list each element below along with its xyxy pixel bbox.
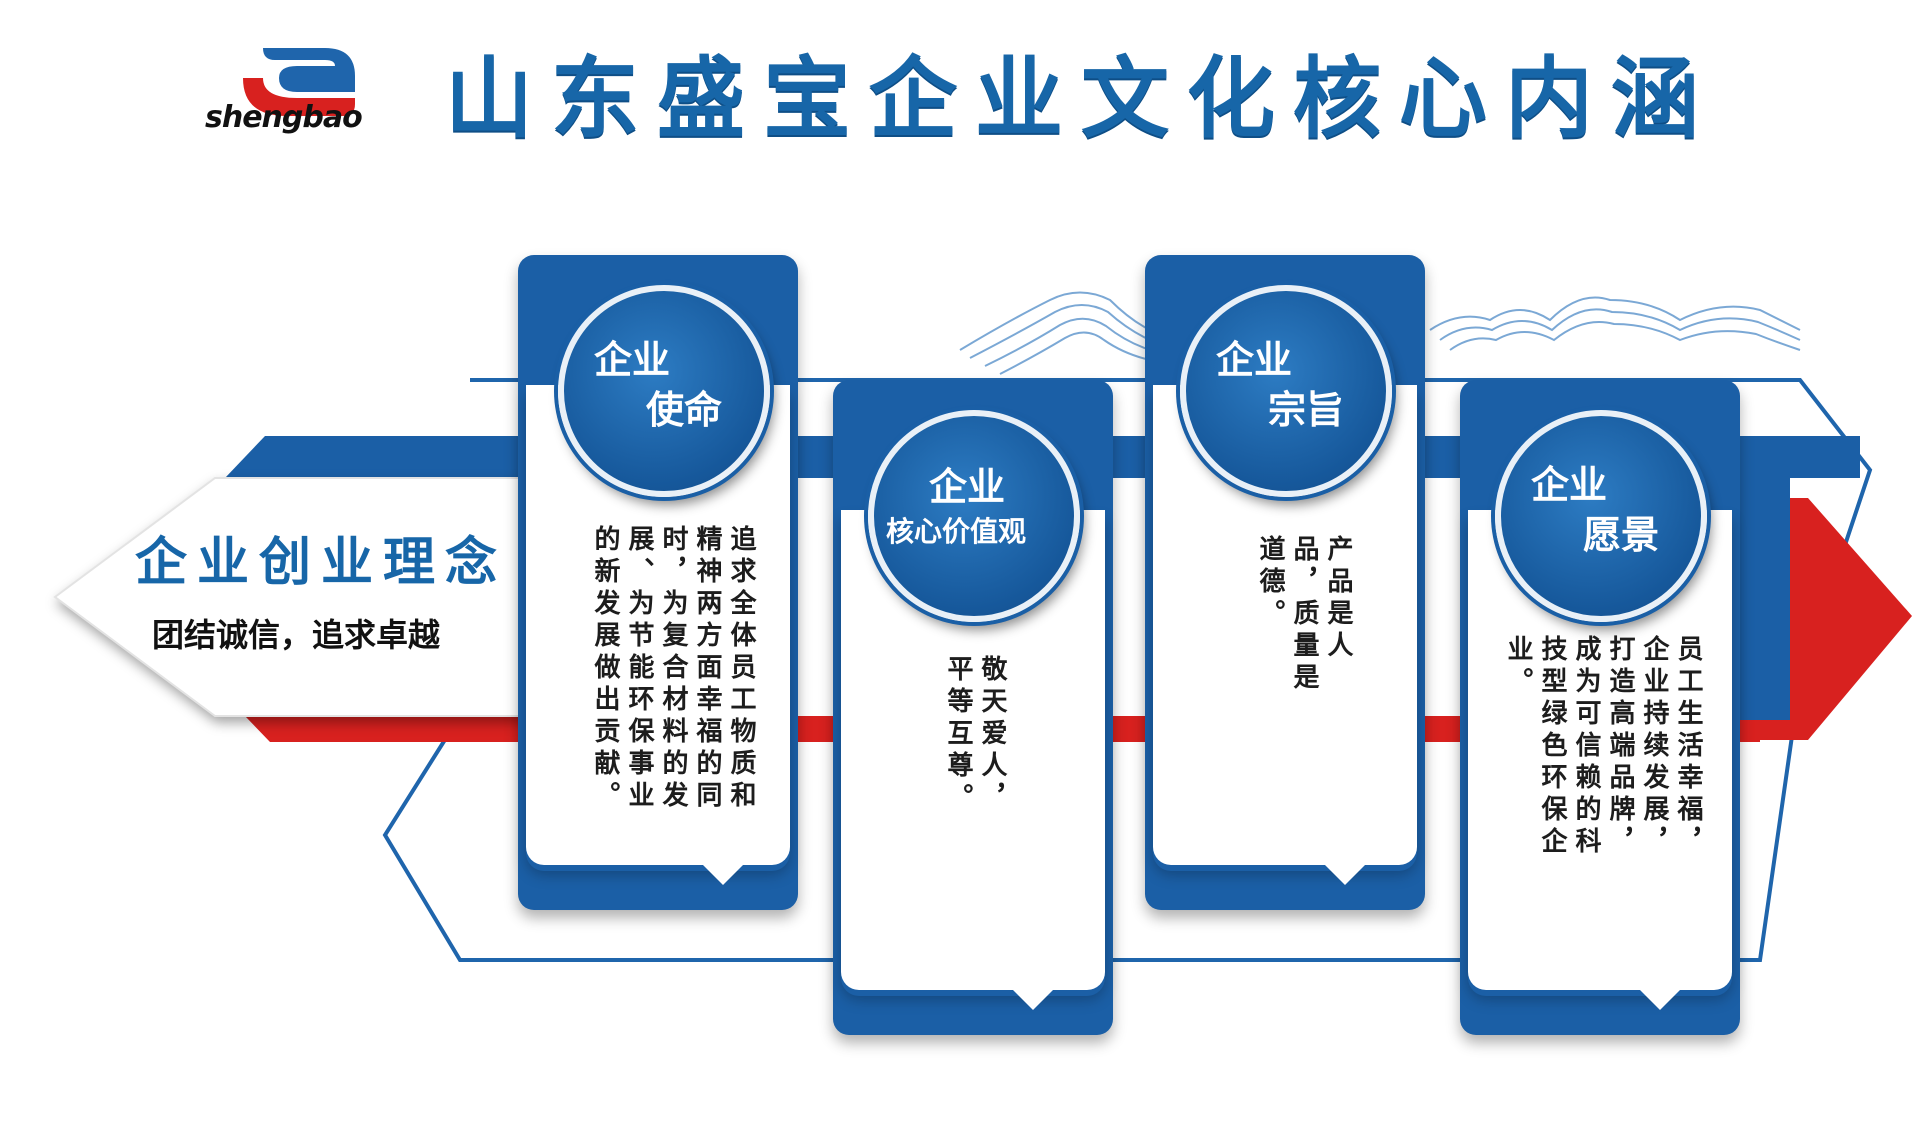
card-heading-line2: 愿景 [1583, 513, 1660, 557]
card-heading-line2: 宗旨 [1268, 388, 1345, 432]
logo-blue-arc [263, 48, 355, 92]
card-circle: 企业 宗旨 [1180, 285, 1392, 497]
logo-wordmark: shengbao [205, 100, 363, 135]
card-notch [703, 865, 743, 885]
card-heading-line1: 企业 [1531, 463, 1608, 507]
card-notch [1325, 865, 1365, 885]
card-mission: 企业 使命 追求全体员工物质和精神两方面幸福的同时，为复合材料的发展、为节能环保… [518, 255, 798, 910]
outline-frame [382, 378, 1873, 962]
shengbao-logo [243, 48, 355, 116]
card-body-text: 产品是人品，质量是道德。 [1255, 535, 1353, 695]
mountain-decoration-right [1429, 296, 1801, 351]
card-heading-line2: 核心价值观 [886, 515, 1027, 548]
card-body-text: 员工生活幸福，企业持续发展，打造高端品牌，成为可信赖的科技型绿色环保企业。 [1503, 635, 1703, 859]
card-core-values: 企业 核心价值观 敬天爱人，平等互尊。 [833, 380, 1113, 1035]
card-heading-line1: 企业 [594, 338, 671, 382]
card-purpose: 企业 宗旨 产品是人品，质量是道德。 [1145, 255, 1425, 910]
mountain-decoration-left [959, 291, 1151, 375]
page-title: 山东盛宝企业文化核心内涵 [445, 47, 1718, 150]
blue-arrow-strip [1730, 478, 1790, 720]
idea-panel [53, 477, 541, 717]
card-vision: 企业 愿景 员工生活幸福，企业持续发展，打造高端品牌，成为可信赖的科技型绿色环保… [1460, 380, 1740, 1035]
card-circle: 企业 愿景 [1495, 410, 1707, 622]
card-heading-line1: 企业 [1216, 338, 1293, 382]
card-heading-line1: 企业 [929, 465, 1006, 509]
idea-text: 团结诚信，追求卓越 [152, 616, 441, 654]
idea-title: 企业创业理念 [135, 533, 508, 593]
red-arrow-head [1760, 498, 1912, 740]
card-notch [1640, 990, 1680, 1010]
card-heading-line2: 使命 [646, 388, 723, 432]
card-circle: 企业 核心价值观 [868, 410, 1080, 622]
card-circle: 企业 使命 [558, 285, 770, 497]
card-body-text: 敬天爱人，平等互尊。 [943, 655, 1007, 815]
card-body-text: 追求全体员工物质和精神两方面幸福的同时，为复合材料的发展、为节能环保事业的新发展… [590, 525, 756, 813]
logo-red-arc [243, 78, 355, 116]
card-notch [1013, 990, 1053, 1010]
